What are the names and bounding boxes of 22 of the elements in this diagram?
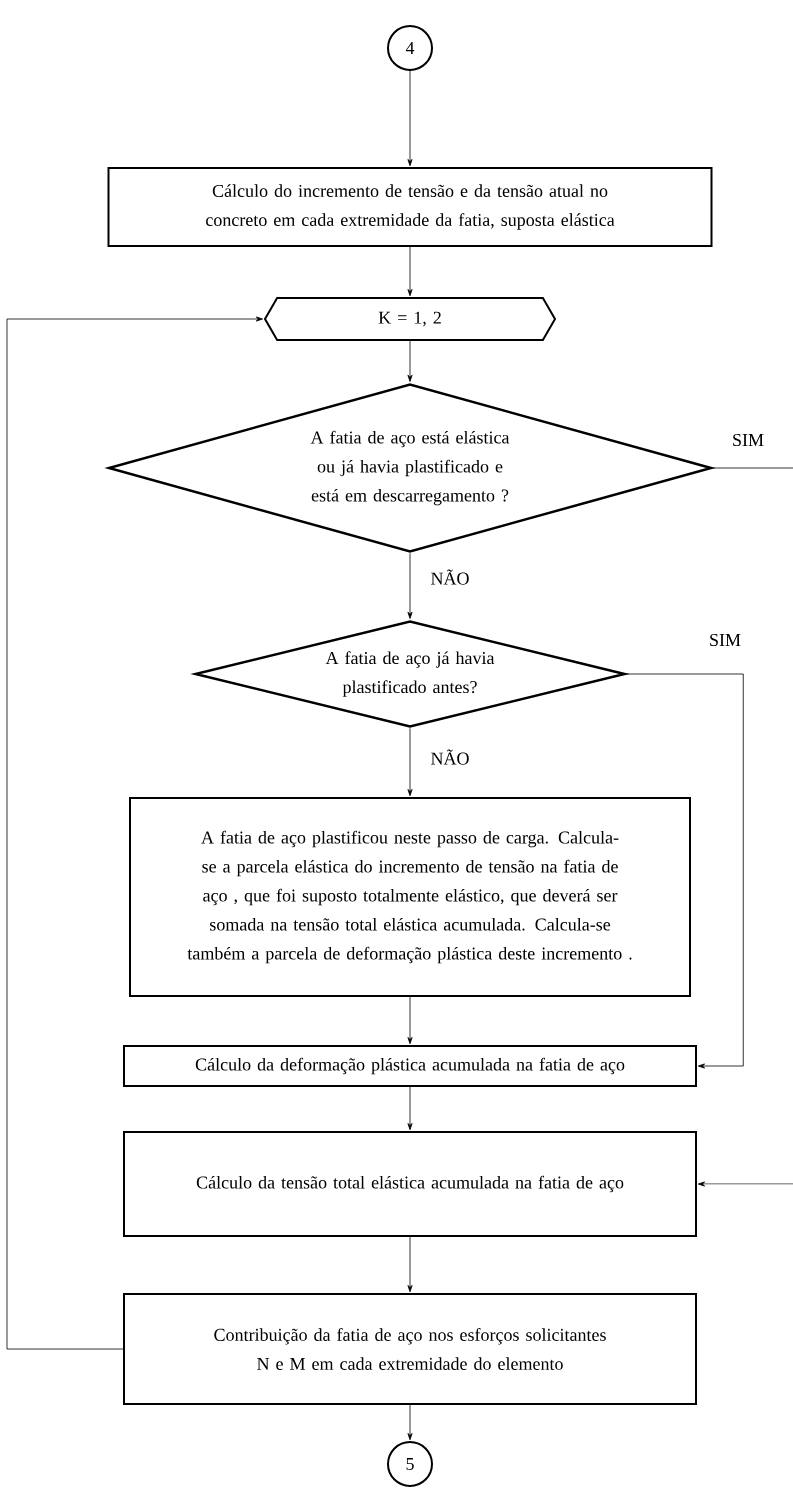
edge-label: SIM [731,432,765,448]
arrow [407,552,413,619]
process-box: A fatia de aço plastificou neste passo de carga. Calcula-se a parcela elástica do incremento de tensão na fatia de aço , que foi suposto totalmente elástico, que deverá ser somada na tensão total elástica acumulada. Calcula-se também a parcela de deformação plástica deste incremento . [129,797,691,997]
arrow [407,1236,413,1293]
arrow [407,727,413,797]
arrow [407,996,413,1045]
process-box: Cálculo da deformação plástica acumulada na fatia de aço [123,1045,697,1087]
edge-label: NÃO [429,568,471,586]
arrow [697,467,793,1187]
process-box: Cálculo da tensão total elástica acumulada na fatia de aço [123,1131,697,1237]
edge-label: NÃO [429,748,471,766]
arrow [407,340,413,382]
process-box: Cálculo do incremento de tensão e da tensão atual no concreto em cada extremidade da fatia, suposta elástica [107,167,713,247]
arrow [407,1404,413,1441]
loop-hexagon: K = 1, 2 [263,297,557,341]
arrow [407,246,413,297]
process-box: Contribuição da fatia de aço nos esforços solicitantes N e M em cada extremidade do elemento [123,1293,697,1405]
arrow [625,673,744,1069]
edge-label: SIM [708,632,742,648]
arrow [407,1086,413,1131]
arrow [407,70,413,167]
arrow [6,316,263,1350]
